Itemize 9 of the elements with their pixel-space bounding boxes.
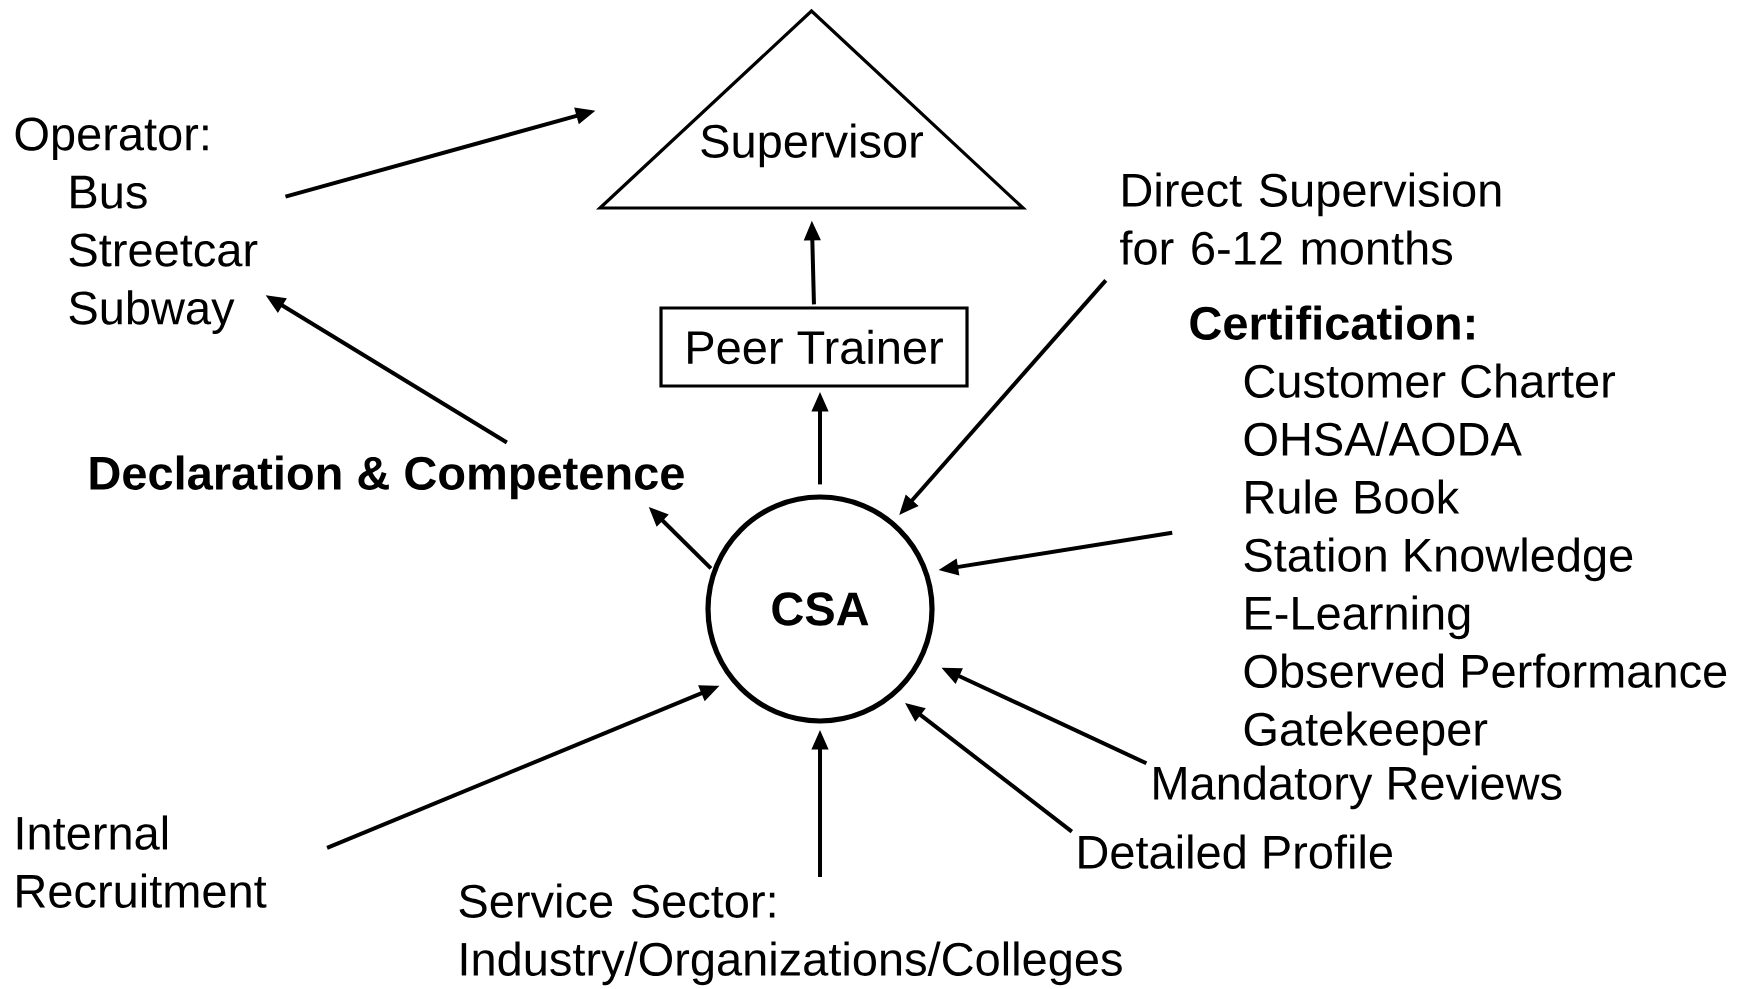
label-text: Direct Supervision for 6-12 months	[1120, 172, 1501, 265]
label-text: Service Sector: Industry/Organizations/Colleges	[459, 883, 1122, 986]
text-list: Certification: Customer Charter OHSA/AODA Rule Book Station Knowledge E-Learning Observed Performance Gatekeeper	[1190, 305, 1727, 756]
process-box: Peer Trainer	[659, 306, 969, 388]
text-list: Operator: Bus Streetcar Subway	[15, 117, 258, 334]
label-text: Detailed Profile	[1079, 834, 1392, 869]
label-text: Mandatory Reviews	[1154, 765, 1562, 810]
label-text: Declaration & Competence	[90, 455, 684, 500]
label-text: Internal Recruitment	[17, 815, 267, 908]
